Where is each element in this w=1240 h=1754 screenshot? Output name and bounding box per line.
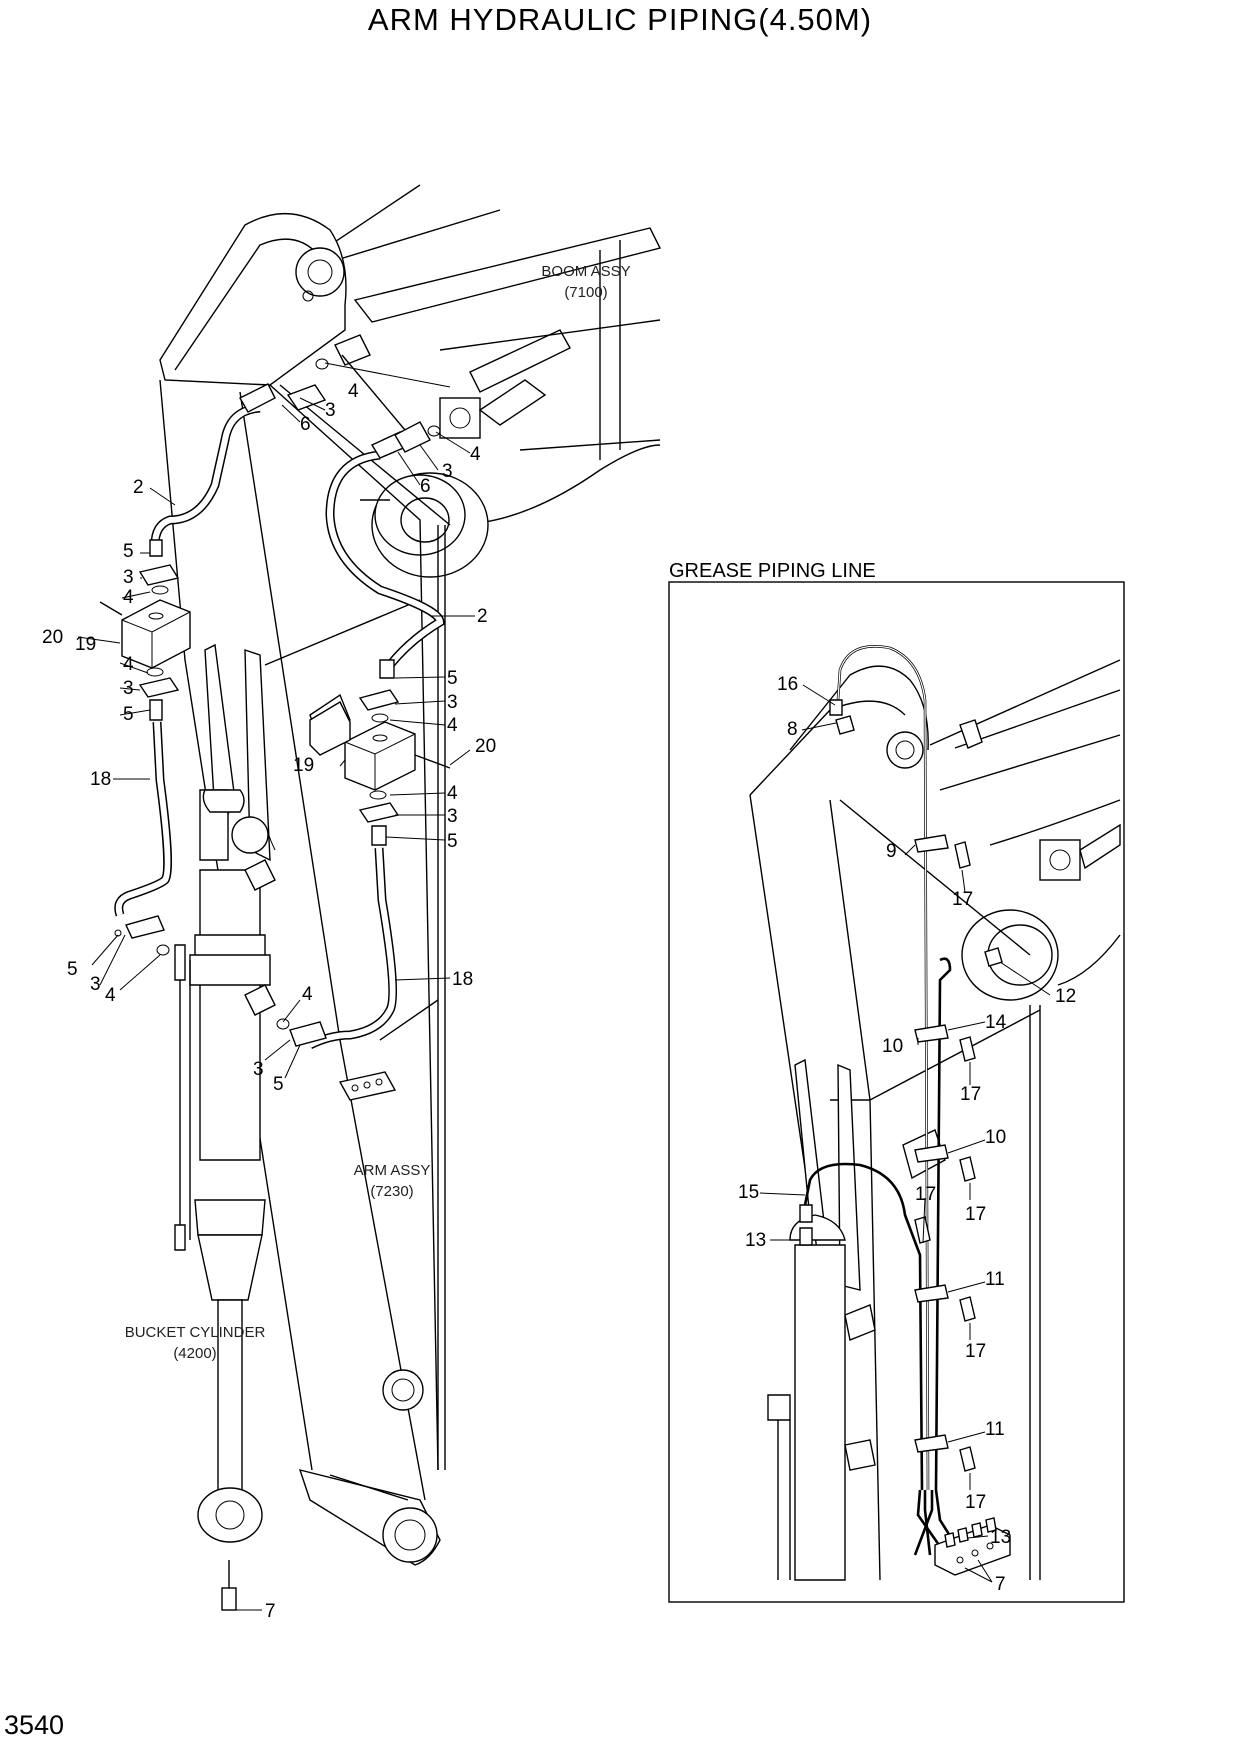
callout-5-l3: 5: [67, 959, 78, 980]
arm-assy-label: ARM ASSY: [354, 1162, 431, 1179]
callout-3-l2: 3: [123, 678, 134, 699]
callout-3-r1: 3: [447, 692, 458, 713]
callout-7-main: 7: [265, 1601, 276, 1622]
callout-5-l2: 5: [123, 704, 134, 725]
inset-callout-10-b: 10: [985, 1127, 1006, 1148]
inset-callout-11-b: 11: [985, 1419, 1005, 1440]
inset-callout-17-b: 17: [960, 1084, 981, 1105]
bucket-cylinder-code: (4200): [173, 1345, 216, 1362]
inset-frame: [668, 581, 1125, 1603]
bucket-cylinder: [174, 789, 276, 1611]
inset-callout-10-a: 10: [882, 1036, 903, 1057]
inset-callout-14: 14: [985, 1012, 1007, 1033]
grease-piping-inset: GREASE PIPING LINE: [668, 560, 1125, 1603]
callout-3-l3: 3: [90, 974, 101, 995]
left-hose-circuit: [99, 383, 276, 956]
callout-4-r1: 4: [447, 715, 458, 736]
page-title: ARM HYDRAULIC PIPING(4.50M): [367, 2, 873, 37]
inset-callout-17-e: 17: [965, 1341, 986, 1362]
inset-callout-13-b: 13: [990, 1527, 1011, 1548]
boom-assy-code: (7100): [564, 284, 607, 301]
callout-5-r3: 5: [273, 1074, 284, 1095]
bucket-cylinder-label: BUCKET CYLINDER: [125, 1324, 266, 1341]
callout-3-r2: 3: [447, 806, 458, 827]
callout-4-r3: 4: [302, 984, 313, 1005]
callout-6-top-b: 6: [420, 476, 431, 497]
callout-3-top-b: 3: [442, 461, 453, 482]
callout-3-l1: 3: [123, 567, 134, 588]
inset-callout-17-a: 17: [952, 889, 973, 910]
callout-4-l2: 4: [123, 654, 134, 675]
callout-6-top-a: 6: [300, 414, 311, 435]
inset-callout-7: 7: [995, 1574, 1006, 1595]
main-callouts: 2 4 3 6 4 3 6 2 5 3 4 20 19 4 3 5 18 5 3…: [42, 381, 496, 1622]
boom-assembly: [247, 184, 662, 578]
page-number: 3540: [4, 1710, 65, 1740]
callout-4-r2: 4: [447, 783, 458, 804]
main-leader-lines: [77, 362, 475, 1611]
callout-3-top-a: 3: [325, 400, 336, 421]
boom-assy-label: BOOM ASSY: [541, 263, 630, 280]
callout-19-right: 19: [293, 755, 314, 776]
inset-callout-9: 9: [886, 841, 897, 862]
callout-20-left: 20: [42, 627, 63, 648]
callout-18-left: 18: [90, 769, 111, 790]
callout-5-r2: 5: [447, 831, 458, 852]
callout-5-l1: 5: [123, 541, 134, 562]
inset-title: GREASE PIPING LINE: [669, 560, 876, 582]
callout-4-top-a: 4: [348, 381, 359, 402]
callout-3-r3: 3: [253, 1059, 264, 1080]
callout-4-top-b: 4: [470, 444, 481, 465]
inset-callout-12: 12: [1055, 986, 1076, 1007]
inset-callout-16: 16: [777, 674, 798, 695]
callout-2-right: 2: [477, 606, 488, 627]
inset-callout-13-a: 13: [745, 1230, 766, 1251]
callout-19-left: 19: [75, 634, 96, 655]
inset-callout-11-a: 11: [985, 1269, 1005, 1290]
arm-assembly: [159, 213, 451, 1566]
assembly-labels: BOOM ASSY (7100) ARM ASSY (7230) BUCKET …: [125, 263, 631, 1362]
callout-5-r1: 5: [447, 668, 458, 689]
inset-callout-17-f: 17: [965, 1492, 986, 1513]
inset-callout-17-d: 17: [965, 1204, 986, 1225]
callout-18-right: 18: [452, 969, 473, 990]
right-hose-circuit: [276, 334, 451, 1050]
inset-callout-8: 8: [787, 719, 798, 740]
callout-4-l3: 4: [105, 985, 116, 1006]
callout-20-right: 20: [475, 736, 496, 757]
callout-2-left: 2: [133, 477, 144, 498]
callout-4-l1: 4: [123, 587, 134, 608]
arm-assy-code: (7230): [370, 1183, 413, 1200]
inset-callout-15: 15: [738, 1182, 759, 1203]
inset-callout-17-c: 17: [915, 1184, 936, 1205]
